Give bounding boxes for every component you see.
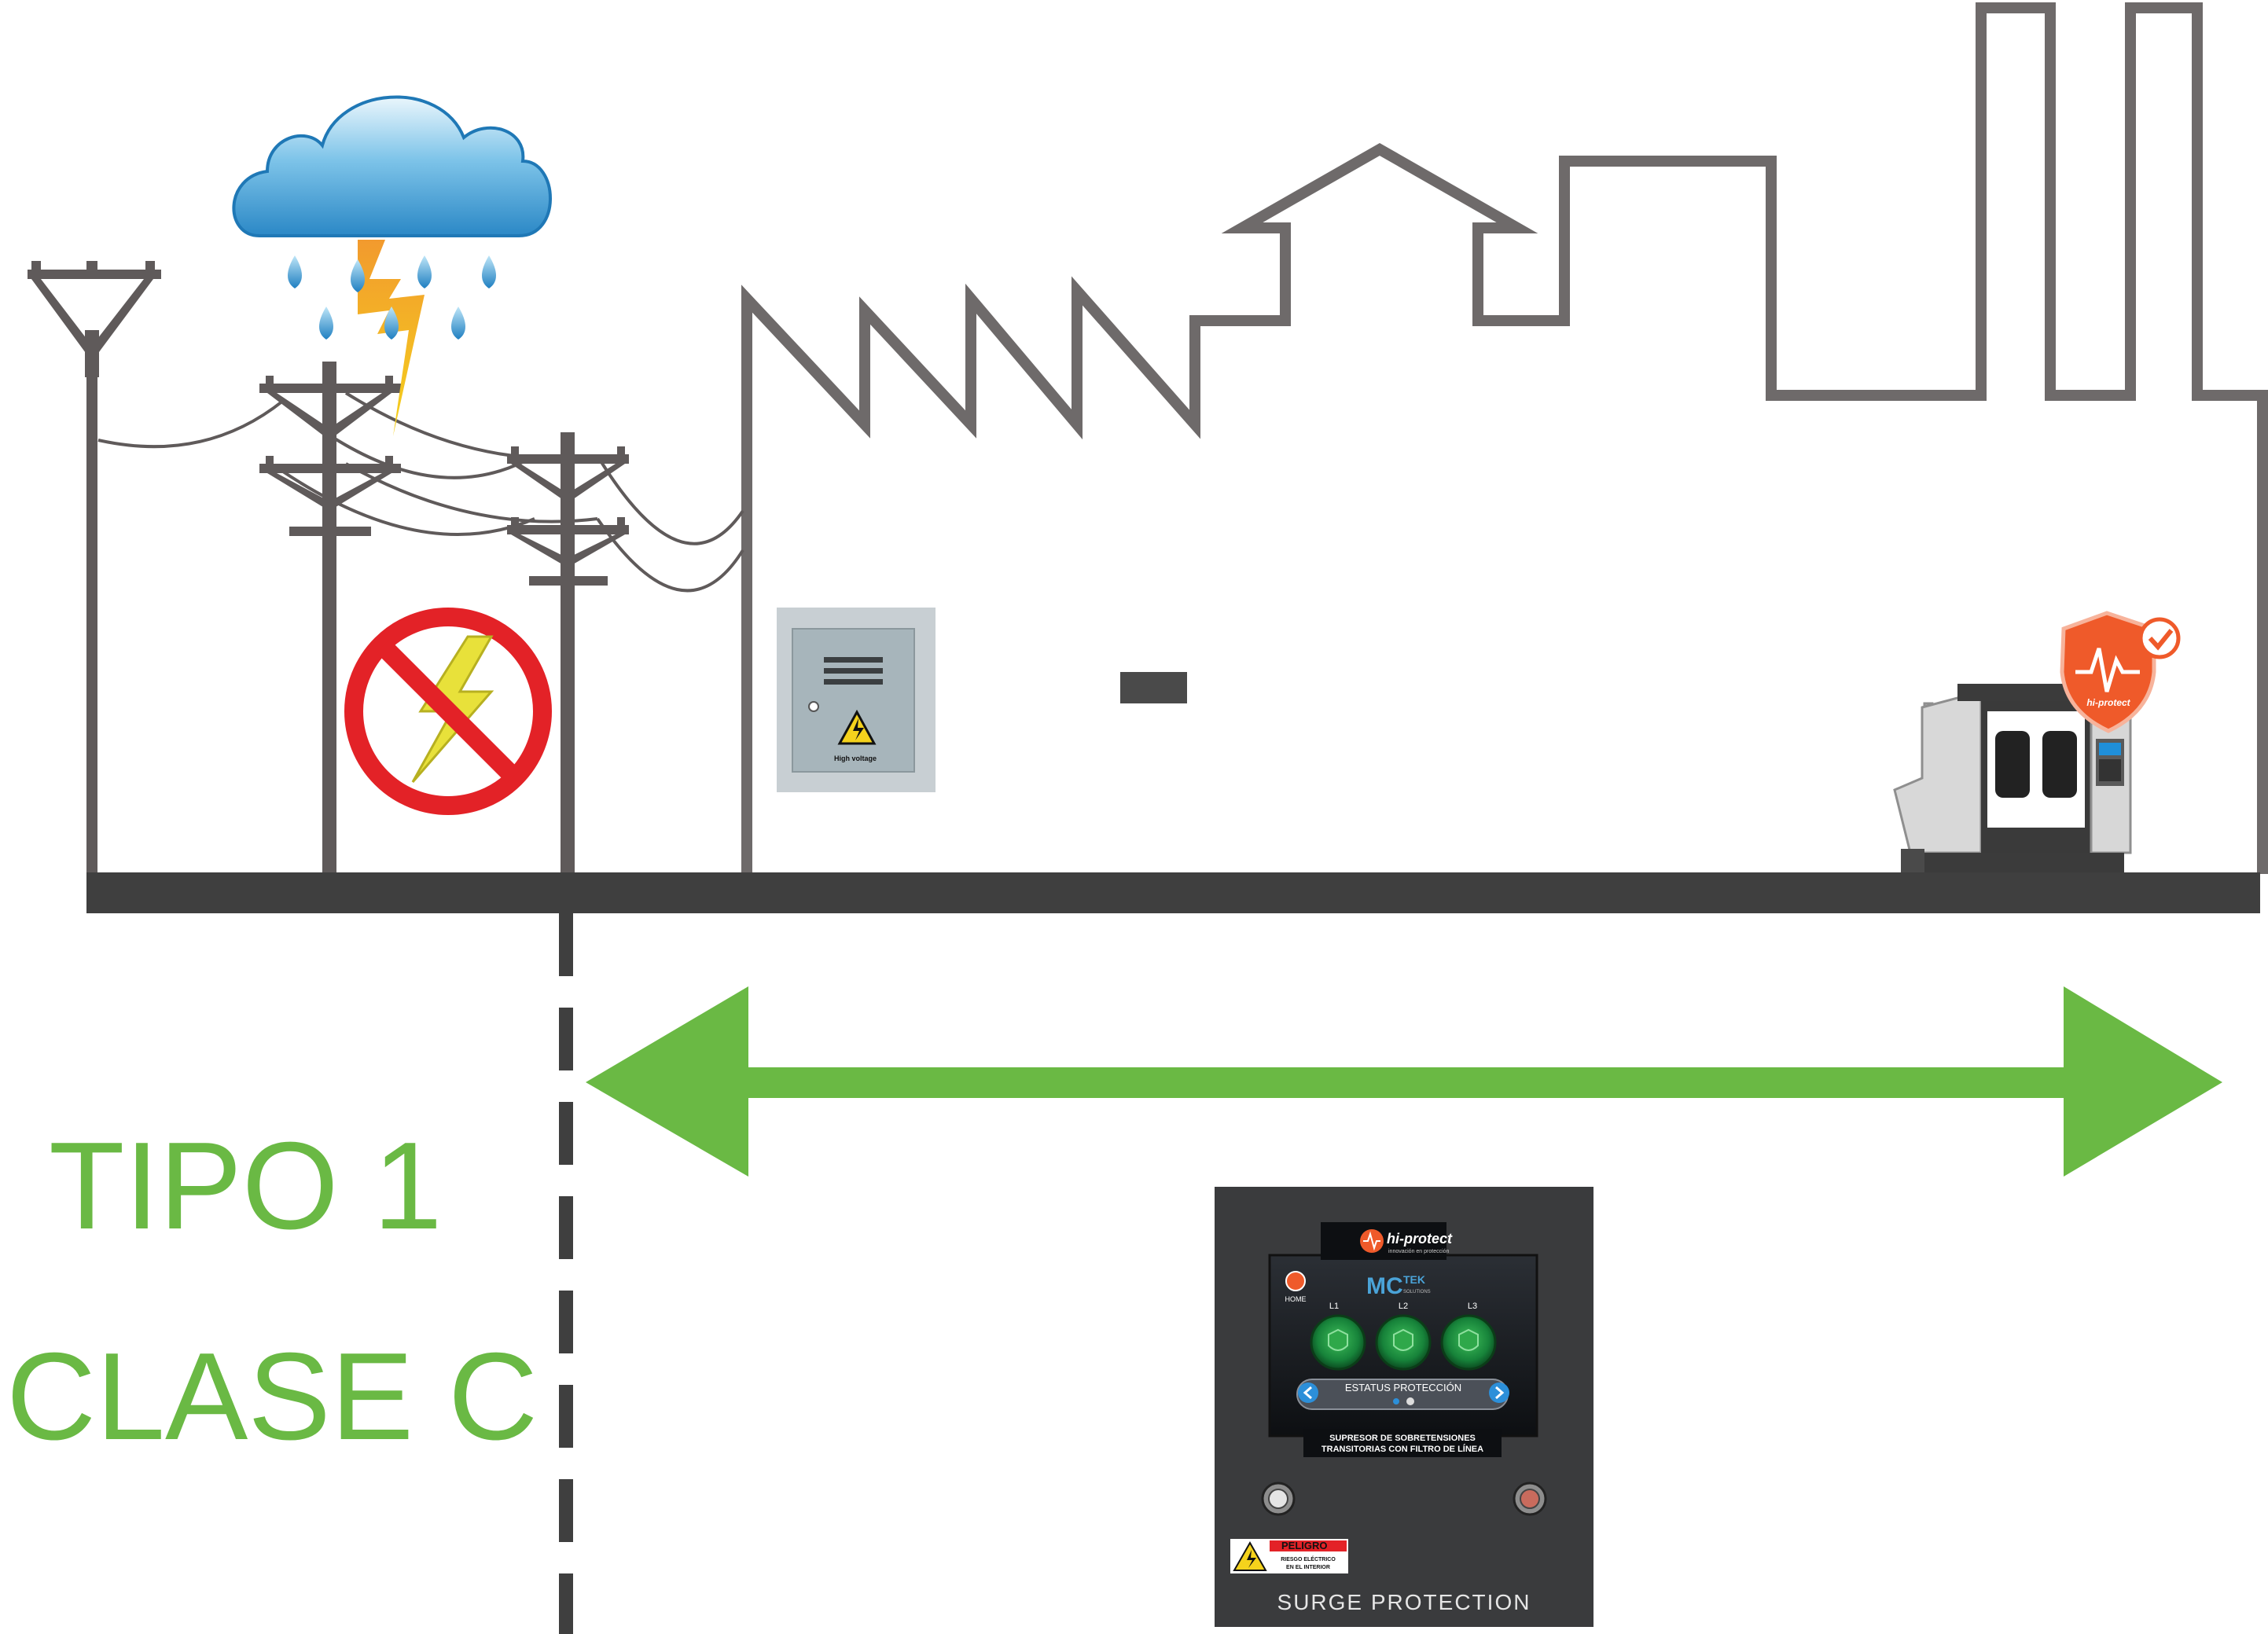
panel-description-line1: SUPRESOR DE SOBRETENSIONES (1329, 1434, 1476, 1443)
panel-footer-text: SURGE PROTECTION (1277, 1590, 1531, 1614)
danger-line2: EN EL INTERIOR (1286, 1565, 1330, 1570)
status-page-dot-2 (1406, 1397, 1414, 1405)
high-voltage-text: High voltage (834, 755, 877, 762)
cnc-machine (1120, 672, 2132, 872)
utility-pole-1 (28, 261, 161, 880)
shield-check-badge-icon: hi-protect (2060, 611, 2181, 733)
storm-cloud-icon (232, 95, 552, 436)
next-arrow-icon[interactable] (1489, 1382, 1509, 1403)
mctek-logo-tag: SOLUTIONS (1403, 1290, 1431, 1294)
home-label: HOME (1285, 1295, 1307, 1303)
panel-brand-tagline: innovación en protección (1388, 1249, 1450, 1254)
protection-range-double-arrow (586, 986, 2222, 1177)
phase-label-l2: L2 (1399, 1302, 1408, 1311)
clase-label: CLASE C (6, 1327, 539, 1466)
badge-brand-text: hi-protect (2086, 697, 2130, 708)
phase-label-l3: L3 (1468, 1302, 1477, 1311)
panel-description-line2: TRANSITORIAS CON FILTRO DE LÍNEA (1321, 1444, 1483, 1454)
utility-pole-3 (507, 432, 629, 880)
mctek-logo-main: MC (1366, 1273, 1403, 1299)
factory-outline (741, 2, 2268, 874)
no-lightning-sign-icon (344, 608, 552, 815)
danger-line1: RIESGO ELÉCTRICO (1281, 1555, 1336, 1562)
phase-label-l1: L1 (1329, 1302, 1339, 1311)
danger-title: PELIGRO (1281, 1540, 1328, 1551)
surge-protection-panel: hi-protect innovación en protección HOME… (1215, 1187, 1593, 1627)
ground-line (86, 872, 2260, 913)
mctek-logo-sub: TEK (1403, 1273, 1425, 1286)
power-lines (97, 391, 744, 593)
status-page-dot-1 (1393, 1398, 1399, 1405)
breaker-box: High voltage (777, 608, 936, 792)
home-icon (1285, 1271, 1306, 1291)
panel-brand-text: hi-protect (1387, 1231, 1453, 1247)
status-protection-label: ESTATUS PROTECCIÓN (1345, 1382, 1461, 1393)
utility-pole-2 (259, 362, 401, 880)
prev-arrow-icon[interactable] (1298, 1382, 1318, 1403)
tipo-label: TIPO 1 (49, 1117, 443, 1255)
